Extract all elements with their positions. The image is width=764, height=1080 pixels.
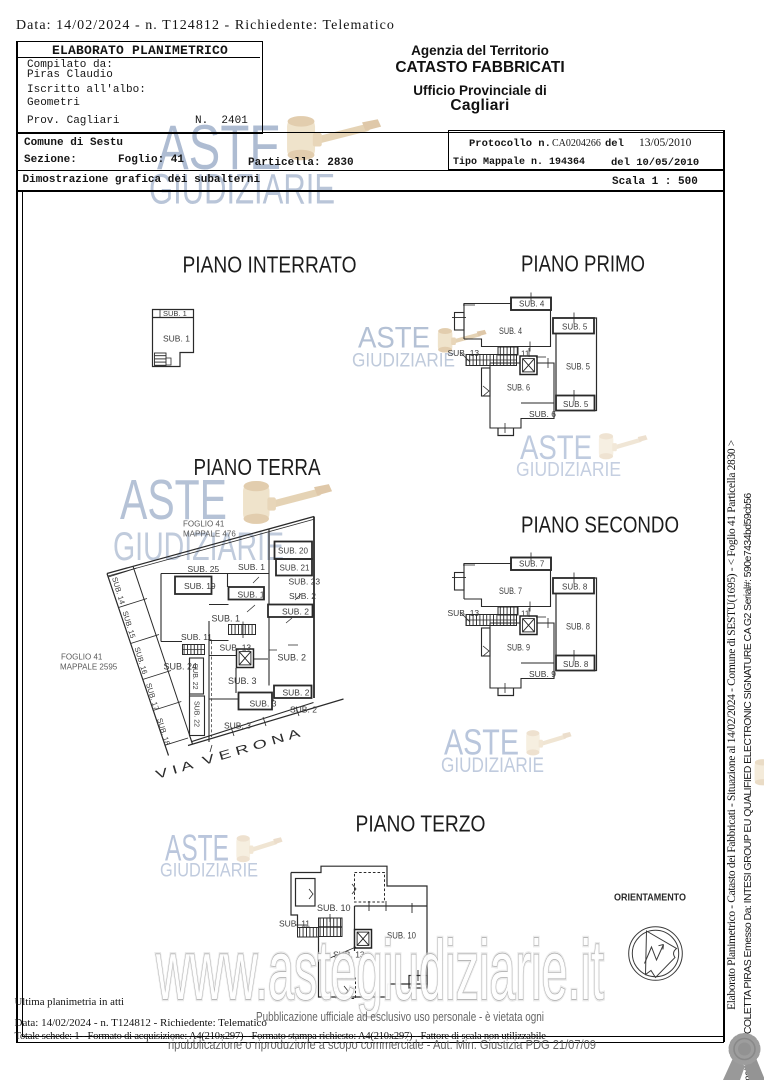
svg-text:SUB. 5: SUB. 5 bbox=[566, 362, 590, 373]
svg-text:SUB. 9: SUB. 9 bbox=[507, 643, 530, 654]
svg-text:ripubblicazione o riproduzione: ripubblicazione o riproduzione a scopo c… bbox=[168, 1038, 596, 1052]
svg-text:11: 11 bbox=[521, 610, 530, 619]
svg-text:SUB. 1: SUB. 1 bbox=[238, 562, 265, 572]
svg-text:SUB. 7: SUB. 7 bbox=[499, 586, 522, 597]
svg-text:SUB. 6: SUB. 6 bbox=[507, 383, 530, 394]
svg-text:ORIENTAMENTO: ORIENTAMENTO bbox=[614, 892, 686, 904]
svg-text:SUB. 2: SUB. 2 bbox=[282, 607, 309, 617]
svg-text:SUB. 1: SUB. 1 bbox=[163, 334, 190, 344]
svg-text:PIANO INTERRATO: PIANO INTERRATO bbox=[183, 252, 357, 278]
svg-text:SUB. 13: SUB. 13 bbox=[220, 643, 252, 653]
svg-text:SUB. 21: SUB. 21 bbox=[280, 563, 310, 573]
svg-text:PIANO SECONDO: PIANO SECONDO bbox=[521, 512, 679, 538]
svg-text:SUB. 13: SUB. 13 bbox=[448, 608, 480, 618]
svg-text:PIANO PRIMO: PIANO PRIMO bbox=[521, 251, 645, 277]
svg-text:www.astegiudiziarie.it: www.astegiudiziarie.it bbox=[155, 923, 604, 1017]
svg-text:SUB. 1: SUB. 1 bbox=[238, 590, 265, 600]
svg-text:FOGLIO 41: FOGLIO 41 bbox=[61, 653, 103, 662]
svg-text:SUB. 24: SUB. 24 bbox=[164, 662, 198, 672]
svg-text:SUB. 10: SUB. 10 bbox=[387, 931, 416, 942]
svg-text:SUB. 1: SUB. 1 bbox=[163, 309, 187, 318]
svg-text:SUB. 7: SUB. 7 bbox=[519, 560, 545, 569]
svg-text:SUB. 2: SUB. 2 bbox=[289, 591, 316, 601]
svg-text:ASTE: ASTE bbox=[165, 828, 229, 869]
svg-text:GIUDIZIARIE: GIUDIZIARIE bbox=[149, 166, 335, 214]
svg-text:SUB. 22: SUB. 22 bbox=[191, 664, 198, 690]
svg-text:SUB. 13: SUB. 13 bbox=[333, 950, 365, 960]
svg-text:SUB. 1: SUB. 1 bbox=[212, 614, 241, 624]
svg-text:SUB. 3: SUB. 3 bbox=[224, 721, 251, 731]
svg-text:www.astegiudiziarie.it: www.astegiudiziarie.it bbox=[155, 923, 604, 1017]
svg-text:SUB. 6: SUB. 6 bbox=[529, 409, 556, 419]
svg-text:ASTE: ASTE bbox=[120, 468, 227, 532]
svg-text:SUB. 3: SUB. 3 bbox=[228, 676, 257, 686]
svg-text:SUB. 3: SUB. 3 bbox=[250, 699, 277, 709]
svg-text:SUB. 5: SUB. 5 bbox=[563, 400, 589, 409]
svg-text:PIANO TERRA: PIANO TERRA bbox=[194, 454, 322, 480]
svg-text:GIUDIZIARIE: GIUDIZIARIE bbox=[160, 861, 258, 882]
svg-text:Pubblicazione ufficiale ad esc: Pubblicazione ufficiale ad esclusivo uso… bbox=[256, 1010, 544, 1024]
svg-text:MAPPALE 2595: MAPPALE 2595 bbox=[60, 663, 118, 672]
svg-text:ASTE: ASTE bbox=[358, 322, 430, 355]
svg-text:SUB. 11: SUB. 11 bbox=[279, 919, 310, 929]
svg-text:SUB. 4: SUB. 4 bbox=[519, 300, 545, 309]
svg-text:ASTE: ASTE bbox=[157, 113, 281, 183]
svg-text:11: 11 bbox=[521, 350, 530, 359]
svg-text:SUB. 23: SUB. 23 bbox=[289, 577, 321, 587]
svg-text:SUB. 9: SUB. 9 bbox=[529, 669, 556, 679]
svg-text:ASTE: ASTE bbox=[444, 722, 519, 763]
svg-text:SUB. 8: SUB. 8 bbox=[566, 622, 590, 633]
svg-text:SUB. 11: SUB. 11 bbox=[181, 632, 212, 642]
svg-text:SUB. 20: SUB. 20 bbox=[278, 546, 308, 556]
svg-text:SUB. 25: SUB. 25 bbox=[188, 564, 220, 574]
svg-text:SUB. 10: SUB. 10 bbox=[317, 903, 351, 913]
svg-text:SUB. 13: SUB. 13 bbox=[448, 348, 480, 358]
svg-text:SUB. 2: SUB. 2 bbox=[290, 705, 317, 715]
svg-text:SUB. 4: SUB. 4 bbox=[499, 326, 522, 337]
svg-text:ASTE: ASTE bbox=[520, 429, 592, 467]
svg-text:PIANO TERZO: PIANO TERZO bbox=[356, 811, 486, 837]
svg-text:GIUDIZIARIE: GIUDIZIARIE bbox=[516, 459, 621, 481]
svg-text:GIUDIZIARIE: GIUDIZIARIE bbox=[352, 350, 455, 372]
svg-text:SUB. 2: SUB. 2 bbox=[278, 653, 307, 663]
svg-text:SUB. 19: SUB. 19 bbox=[184, 581, 216, 591]
svg-text:MAPPALE 476: MAPPALE 476 bbox=[183, 530, 236, 539]
svg-text:SUB. 22: SUB. 22 bbox=[193, 701, 200, 727]
svg-text:SUB. 2: SUB. 2 bbox=[283, 688, 310, 698]
svg-text:GIUDIZIARIE: GIUDIZIARIE bbox=[441, 754, 544, 777]
svg-text:SUB. 8: SUB. 8 bbox=[563, 660, 589, 669]
svg-text:FOGLIO 41: FOGLIO 41 bbox=[183, 520, 225, 529]
svg-text:SUB. 5: SUB. 5 bbox=[562, 323, 588, 332]
svg-text:SUB. 8: SUB. 8 bbox=[562, 583, 588, 592]
